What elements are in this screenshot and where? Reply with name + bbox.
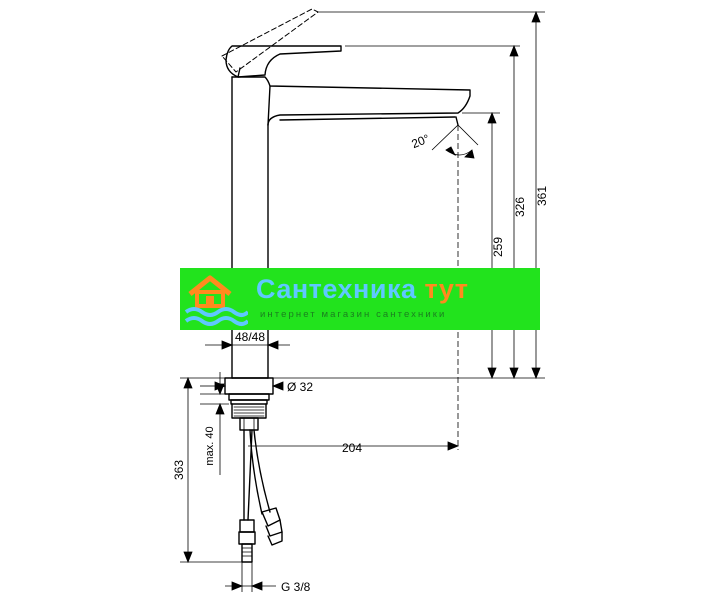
- dim-max-counter: max. 40: [204, 426, 216, 465]
- dim-base-width: 48/48: [235, 330, 265, 344]
- watermark-banner: Сантехника тут интернет магазин сантехни…: [180, 268, 540, 330]
- watermark-title-main: Сантехника: [256, 274, 417, 304]
- threaded-shank: [228, 393, 270, 431]
- dim-projection: 204: [342, 441, 362, 455]
- dim-hose-length: 363: [172, 460, 186, 480]
- dim-connection: G 3/8: [281, 580, 311, 594]
- supply-hoses: [238, 429, 283, 563]
- watermark-title: Сантехника тут: [256, 274, 468, 305]
- dim-overall-height: 361: [535, 186, 549, 206]
- dim-hole-diameter: Ø 32: [287, 380, 313, 394]
- house-waves-logo-icon: [184, 275, 248, 326]
- watermark-subtitle: интернет магазин сантехники: [260, 309, 447, 320]
- base-escutcheon: [224, 377, 274, 395]
- lever-handle: [221, 8, 342, 78]
- dim-spout-height: 259: [491, 237, 505, 257]
- dim-spout-angle: 20°: [409, 131, 431, 151]
- watermark-title-accent: тут: [416, 274, 469, 304]
- dim-body-height: 326: [513, 197, 527, 217]
